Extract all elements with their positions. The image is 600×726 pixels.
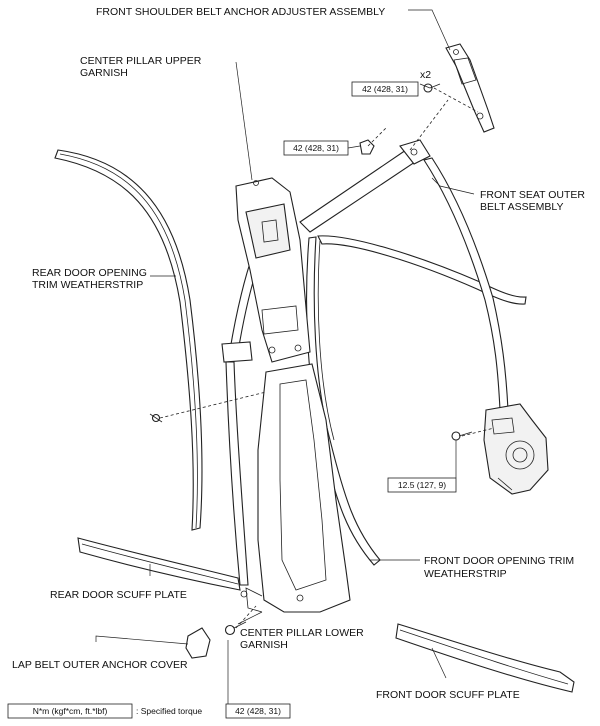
label-rear-weatherstrip-line1: REAR DOOR OPENING	[32, 267, 147, 279]
label-front-weatherstrip-line1: FRONT DOOR OPENING TRIM	[424, 555, 574, 567]
seat-belt-drawing	[221, 139, 549, 586]
label-front-scuff-plate: FRONT DOOR SCUFF PLATE	[376, 689, 520, 701]
label-outer-belt-line2: BELT ASSEMBLY	[480, 201, 563, 213]
adjuster-bolt-icon	[423, 83, 441, 93]
label-lap-belt-cover: LAP BELT OUTER ANCHOR COVER	[12, 659, 188, 671]
label-outer-belt-line1: FRONT SEAT OUTER	[480, 189, 585, 201]
lower-garnish-drawing	[240, 363, 351, 613]
adjuster-drawing	[445, 43, 495, 133]
torque-value-retractor: 12.5 (127, 9)	[398, 480, 446, 490]
torque-box-anchor: 42 (428, 31)	[225, 703, 291, 719]
leader-lines	[95, 9, 475, 708]
front-scuff-plate-drawing	[395, 623, 575, 693]
garnish-clip-icon	[149, 413, 163, 423]
torque-box-retractor: 12.5 (127, 9)	[387, 477, 457, 493]
torque-box-adjuster: 42 (428, 31)	[351, 81, 419, 97]
upper-garnish-drawing	[235, 177, 311, 363]
label-rear-weatherstrip-line2: TRIM WEATHERSTRIP	[32, 279, 143, 291]
torque-value-belt-nut: 42 (428, 31)	[293, 143, 339, 153]
label-upper-garnish-line2: GARNISH	[80, 67, 128, 79]
rear-scuff-plate-drawing	[77, 537, 241, 591]
torque-value-anchor: 42 (428, 31)	[235, 706, 281, 716]
label-lower-garnish-line2: GARNISH	[240, 639, 288, 651]
torque-box-belt-nut: 42 (428, 31)	[283, 140, 349, 156]
torque-legend: N*m (kgf*cm, ft.*lbf) : Specified torque	[7, 703, 202, 719]
legend-units: N*m (kgf*cm, ft.*lbf)	[33, 706, 108, 716]
belt-nut-icon	[359, 139, 375, 155]
torque-value-adjuster: 42 (428, 31)	[362, 84, 408, 94]
label-shoulder-adjuster: FRONT SHOULDER BELT ANCHOR ADJUSTER ASSE…	[96, 6, 385, 18]
label-rear-scuff-plate: REAR DOOR SCUFF PLATE	[50, 589, 187, 601]
fasteners	[149, 83, 473, 636]
multiplier-x2: x2	[420, 69, 431, 81]
legend-text: : Specified torque	[136, 706, 202, 716]
anchor-bolt-icon	[224, 621, 247, 636]
label-upper-garnish-line1: CENTER PILLAR UPPER	[80, 55, 202, 67]
front-door-weatherstrip-drawing	[306, 235, 527, 566]
assembly-lines	[159, 87, 495, 629]
rear-door-weatherstrip-drawing	[54, 149, 203, 531]
label-front-weatherstrip-line2: WEATHERSTRIP	[424, 568, 507, 580]
label-lower-garnish-line1: CENTER PILLAR LOWER	[240, 627, 364, 639]
lap-belt-cover-drawing	[185, 627, 211, 659]
